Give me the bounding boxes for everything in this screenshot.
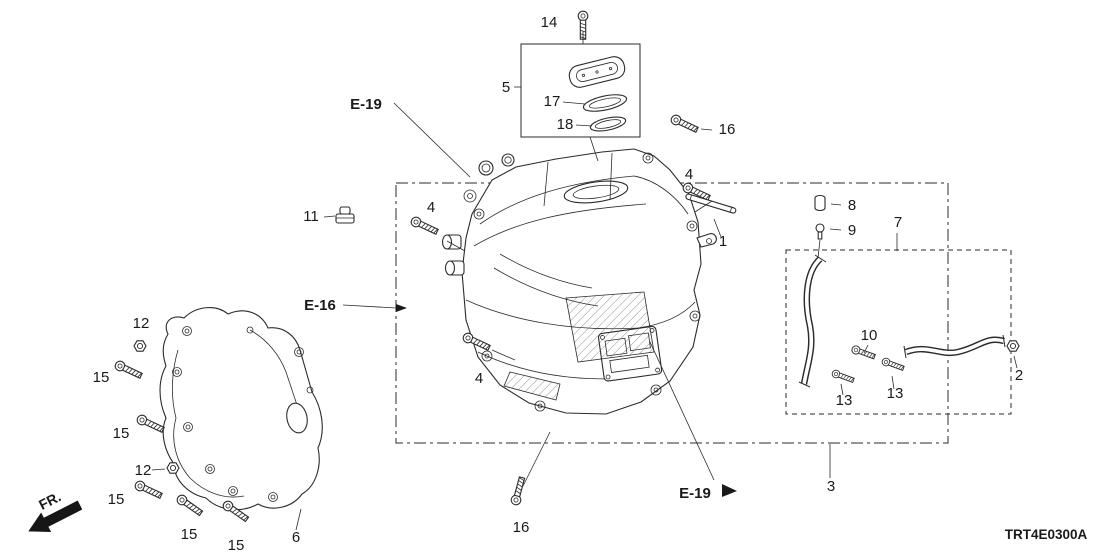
callout-label-6: 6 xyxy=(292,529,300,546)
callout-label-14: 14 xyxy=(541,14,558,31)
bolt-16-bottom-icon xyxy=(509,475,528,507)
callout-label-4-bottom: 4 xyxy=(475,370,483,387)
ref-arrowheads xyxy=(342,304,737,497)
callout-label-11: 11 xyxy=(303,208,319,225)
callout-label-16-bottom: 16 xyxy=(513,519,530,536)
front-direction-label: FR. xyxy=(36,488,63,512)
bolt-15-icon xyxy=(174,492,205,518)
joint-9-icon xyxy=(815,223,825,240)
bolt-16-top-icon xyxy=(669,113,700,135)
bolt-13-icon xyxy=(830,368,856,385)
hose-group-boundary-box xyxy=(785,249,1012,415)
callout-label-15-c: 15 xyxy=(108,491,125,508)
diagram-code: TRT4E0300A xyxy=(1005,527,1088,542)
callout-label-13-left: 13 xyxy=(836,392,853,409)
nut-12-icon xyxy=(166,462,180,474)
gasket-group-box xyxy=(520,43,641,138)
callout-label-13-right: 13 xyxy=(887,385,904,402)
nut-12-icon xyxy=(133,340,147,352)
callout-label-10: 10 xyxy=(861,327,878,344)
callout-label-1: 1 xyxy=(719,233,727,250)
callout-label-4-left: 4 xyxy=(427,199,435,216)
power-drive-unit-drawing xyxy=(441,148,717,415)
callout-label-17: 17 xyxy=(544,93,561,110)
bolt-15-icon xyxy=(133,479,164,501)
ref-label-e19-top: E-19 xyxy=(350,96,382,113)
gasket-18-part xyxy=(589,116,627,132)
callout-label-3: 3 xyxy=(827,478,835,495)
callout-label-8: 8 xyxy=(848,197,856,214)
nut-2-icon xyxy=(1006,340,1020,352)
bolt-15-icon xyxy=(113,359,144,381)
callout-label-5: 5 xyxy=(502,79,510,96)
bolt-10-icon xyxy=(850,344,877,362)
callout-label-12-top: 12 xyxy=(133,315,150,332)
callout-label-9: 9 xyxy=(848,222,856,239)
bolt-4-left-icon xyxy=(409,215,440,237)
callout-label-12-bottom: 12 xyxy=(135,462,152,479)
callout-label-15-b: 15 xyxy=(113,425,130,442)
bolt-15-icon xyxy=(135,413,166,435)
callout-label-4-right: 4 xyxy=(685,166,693,183)
callout-label-15-a: 15 xyxy=(93,369,110,386)
callout-label-18: 18 xyxy=(557,116,574,133)
leader-lines xyxy=(151,31,1018,531)
hose-a xyxy=(798,254,827,388)
callout-label-7: 7 xyxy=(894,214,902,231)
cap-8-icon xyxy=(814,194,826,212)
gasket-17-part xyxy=(582,94,628,112)
terminal-cover-part xyxy=(568,56,626,88)
callout-label-15-e: 15 xyxy=(228,537,245,554)
ref-label-e16: E-16 xyxy=(304,297,336,314)
ref-label-e19-bottom: E-19 xyxy=(679,485,711,502)
callout-label-2: 2 xyxy=(1015,367,1023,384)
hose-b xyxy=(903,334,1006,359)
front-direction-arrow: FR. xyxy=(28,488,83,533)
callout-label-15-d: 15 xyxy=(181,526,198,543)
bolt-13-icon xyxy=(880,356,906,373)
grommet-11-icon xyxy=(335,206,355,224)
callout-label-16-top: 16 xyxy=(719,121,736,138)
side-cover-drawing xyxy=(159,307,323,511)
